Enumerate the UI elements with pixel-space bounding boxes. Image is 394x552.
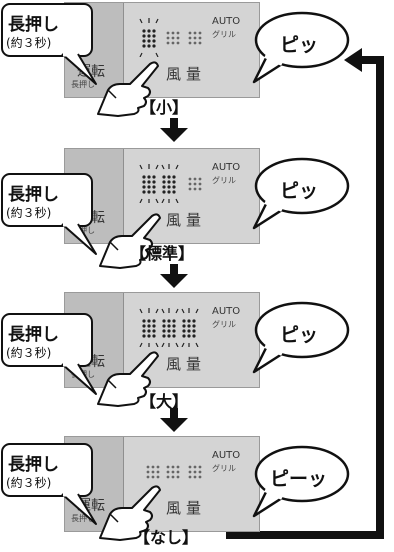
auto-label: AUTO <box>212 16 241 27</box>
pointing-hand-icon <box>99 485 161 541</box>
airflow-button-label: 風量 <box>166 211 207 229</box>
grill-label: グリル <box>212 464 236 473</box>
operation-button-sub: 長押し <box>71 80 95 89</box>
stage-3: 運転 長押し <box>0 290 394 411</box>
speech-bubble <box>252 445 350 518</box>
hold-title: 長押し <box>8 325 59 345</box>
auto-label: AUTO <box>212 162 241 173</box>
hold-title: 長押し <box>8 15 59 35</box>
hold-duration: (約３秒) <box>6 36 52 50</box>
airflow-button-label: 風量 <box>166 65 207 83</box>
airflow-indicator-off <box>146 465 202 479</box>
airflow-indicator-standard <box>139 164 202 203</box>
stage-1: 運転 長押し <box>0 0 394 118</box>
airflow-level-label: 【なし】 <box>134 528 199 547</box>
hold-title: 長押し <box>8 455 59 475</box>
pointing-hand-icon <box>97 351 159 407</box>
auto-label: AUTO <box>212 306 241 317</box>
hold-callout <box>1 173 97 255</box>
operation-button-sub: 長押し <box>71 514 95 523</box>
airflow-level-label: 【標準】 <box>130 244 195 263</box>
pointing-hand-icon <box>97 61 159 117</box>
auto-label: AUTO <box>212 450 241 461</box>
airflow-indicator-large <box>139 308 199 347</box>
airflow-button-label: 風量 <box>166 355 207 373</box>
speech-bubble <box>252 157 350 230</box>
hold-callout <box>1 443 97 525</box>
beep-sound-text: ピッ <box>280 180 319 202</box>
grill-label: グリル <box>212 176 236 185</box>
airflow-indicator-small <box>139 18 202 57</box>
stage-4: 運転 長押し AUTO グリル 風量 <box>0 434 394 552</box>
stage-2: 運転 長押し <box>0 146 394 269</box>
airflow-button-label: 風量 <box>166 499 207 517</box>
beep-sound-text: ピッ <box>280 324 319 346</box>
speech-bubble <box>252 301 350 374</box>
hold-title: 長押し <box>8 185 59 205</box>
down-arrow-icon <box>160 408 188 432</box>
hold-callout <box>1 3 97 85</box>
hold-duration: (約３秒) <box>6 476 52 490</box>
hold-callout <box>1 313 97 395</box>
airflow-level-label: 【小】 <box>140 98 189 117</box>
grill-label: グリル <box>212 320 236 329</box>
grill-label: グリル <box>212 30 236 39</box>
speech-bubble <box>252 11 350 84</box>
airflow-level-label: 【大】 <box>140 392 189 411</box>
control-panel: 運転 長押し AUTO グリル 風量 <box>64 436 260 532</box>
long-beep-sound-text: ピーッ <box>270 468 328 490</box>
pointing-hand-icon <box>99 213 161 269</box>
beep-sound-text: ピッ <box>280 34 319 56</box>
down-arrow-icon <box>160 118 188 142</box>
hold-duration: (約３秒) <box>6 206 52 220</box>
down-arrow-icon <box>160 264 188 288</box>
hold-duration: (約３秒) <box>6 346 52 360</box>
